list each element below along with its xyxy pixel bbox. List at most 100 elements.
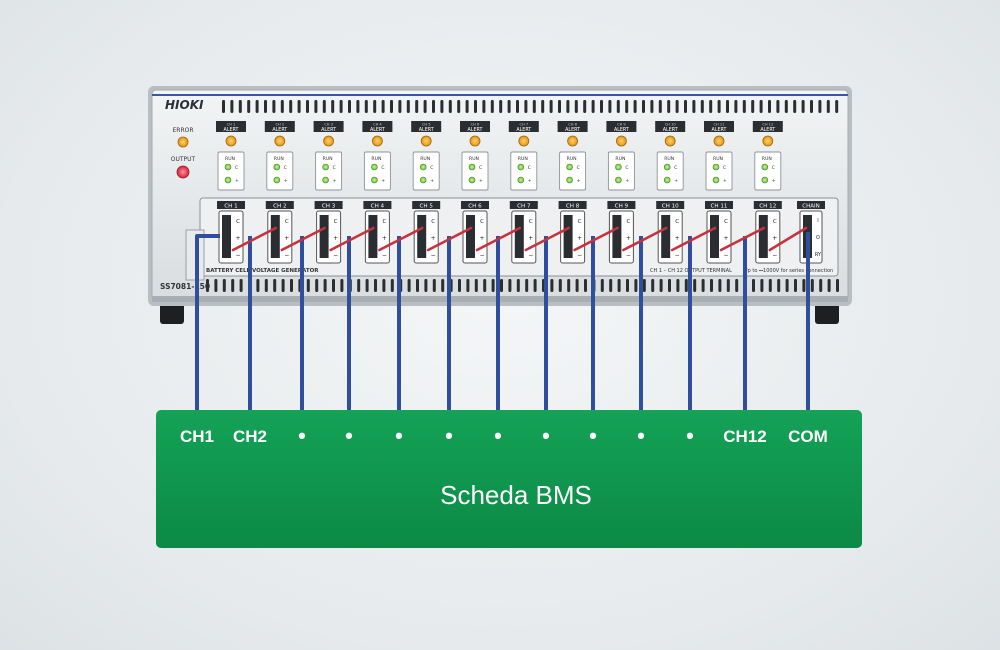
terminal-channel-label: CH 6 <box>468 204 482 210</box>
terminal-mark-c: C <box>626 219 630 225</box>
vent-slot <box>777 279 781 292</box>
output-terminal[interactable]: CH 2C+− <box>265 201 294 264</box>
vent-slot <box>264 100 267 113</box>
output-terminal[interactable]: CH 6C+− <box>461 201 489 264</box>
bms-board: Scheda BMS <box>156 410 862 548</box>
vent-slot <box>802 279 806 292</box>
alert-channel-label: CH 2 <box>275 123 284 127</box>
alert-channel-label: CH 8 <box>568 123 577 127</box>
vent-slot <box>339 100 343 113</box>
output-terminal[interactable]: CH 3C+− <box>314 201 343 264</box>
vent-slot <box>390 279 394 292</box>
alert-channel-label: CH 4 <box>373 123 382 127</box>
vent-slot <box>794 279 797 292</box>
bms-label-dot: • <box>298 423 306 448</box>
alert-channel-label: CH 12 <box>762 123 773 127</box>
output-terminal[interactable]: CH 11C+− <box>705 201 733 264</box>
run-label: RUN <box>762 156 772 162</box>
bms-label-ch2: CH2 <box>233 427 267 446</box>
alert-header <box>411 121 442 132</box>
vent-slot <box>591 100 595 113</box>
run-led-c <box>419 163 427 171</box>
run-mark-plus: + <box>625 178 629 184</box>
output-terminal[interactable]: CH 7C+− <box>509 201 538 264</box>
run-led-c <box>273 163 281 171</box>
red-jumper <box>280 226 326 252</box>
vent-slot <box>332 279 335 292</box>
brand-logo: HIOKI <box>165 98 204 112</box>
terminal-mark-c: C <box>773 219 777 225</box>
vent-slot <box>441 279 445 292</box>
alert-channel-label: CH 9 <box>617 123 626 127</box>
vent-slot <box>784 100 788 113</box>
alert-label: ALERT <box>419 127 434 133</box>
run-led-c <box>663 163 671 171</box>
vent-slot <box>499 100 503 113</box>
vent-slot <box>533 279 537 292</box>
output-terminal[interactable]: CH 9C+− <box>607 201 636 264</box>
vent-slot <box>524 100 528 113</box>
run-mark-plus: + <box>381 178 385 184</box>
bms-label-com: COM <box>788 427 828 446</box>
run-mark-plus: + <box>577 178 581 184</box>
vent-slot <box>726 100 729 113</box>
terminal-mark-plus: + <box>479 235 484 242</box>
vent-slot <box>658 100 662 113</box>
run-led-c <box>224 163 232 171</box>
run-led-c <box>468 163 476 171</box>
run-label: RUN <box>225 156 235 162</box>
terminal-header <box>265 201 294 209</box>
terminal-header <box>558 201 587 209</box>
vent-slot <box>407 279 411 292</box>
vent-slot <box>701 279 705 292</box>
top-vents <box>222 100 839 113</box>
vent-slot <box>574 100 578 113</box>
run-mark-plus: + <box>333 178 337 184</box>
alert-label: ALERT <box>468 127 483 133</box>
alert-channel-label: CH 5 <box>422 123 431 127</box>
output-terminal[interactable]: CH 8C+− <box>558 201 587 264</box>
terminal-plug <box>514 215 524 258</box>
bms-board-title: Scheda BMS <box>440 480 592 510</box>
vent-slot <box>693 279 697 292</box>
vent-slot <box>566 100 570 113</box>
vent-slot <box>214 279 218 292</box>
terminal-plug <box>563 215 573 258</box>
vent-slot <box>684 100 687 113</box>
output-terminal[interactable]: CH 4C+− <box>363 201 392 264</box>
model-label: SS7081-150 <box>160 282 210 291</box>
vent-slot <box>406 100 410 113</box>
terminal-mark-minus: − <box>284 252 289 259</box>
run-label: RUN <box>518 156 528 162</box>
output-terminal[interactable]: CH 5C+− <box>412 201 441 264</box>
terminal-plug <box>612 215 622 258</box>
terminal-mark-c: C <box>578 219 582 225</box>
alert-label: ALERT <box>760 127 775 133</box>
red-jumper <box>670 226 717 252</box>
vent-slot <box>247 100 251 113</box>
vent-slot <box>231 279 235 292</box>
alert-led <box>225 135 237 147</box>
output-terminal[interactable]: CH 10C+− <box>656 201 685 264</box>
vent-slot <box>432 100 435 113</box>
vent-slot <box>239 279 243 292</box>
run-mark-c: C <box>430 165 433 171</box>
module-caption: BATTERY CELL VOLTAGE GENERATOR <box>206 268 319 274</box>
vent-slot <box>206 279 209 292</box>
output-button[interactable] <box>176 165 190 179</box>
run-led-plus <box>712 176 720 184</box>
run-led-c <box>615 163 622 171</box>
run-label: RUN <box>274 156 284 162</box>
run-panel <box>754 151 782 191</box>
vent-slot <box>482 100 486 113</box>
run-label: RUN <box>469 156 479 162</box>
output-terminal[interactable]: CH 12C+− <box>753 201 782 264</box>
alert-led <box>469 135 481 147</box>
run-mark-c: C <box>333 165 336 171</box>
vent-slot <box>222 100 225 113</box>
output-terminal[interactable]: CH 1C+− <box>217 201 245 264</box>
red-jumper <box>573 226 619 252</box>
vent-slot <box>650 100 654 113</box>
